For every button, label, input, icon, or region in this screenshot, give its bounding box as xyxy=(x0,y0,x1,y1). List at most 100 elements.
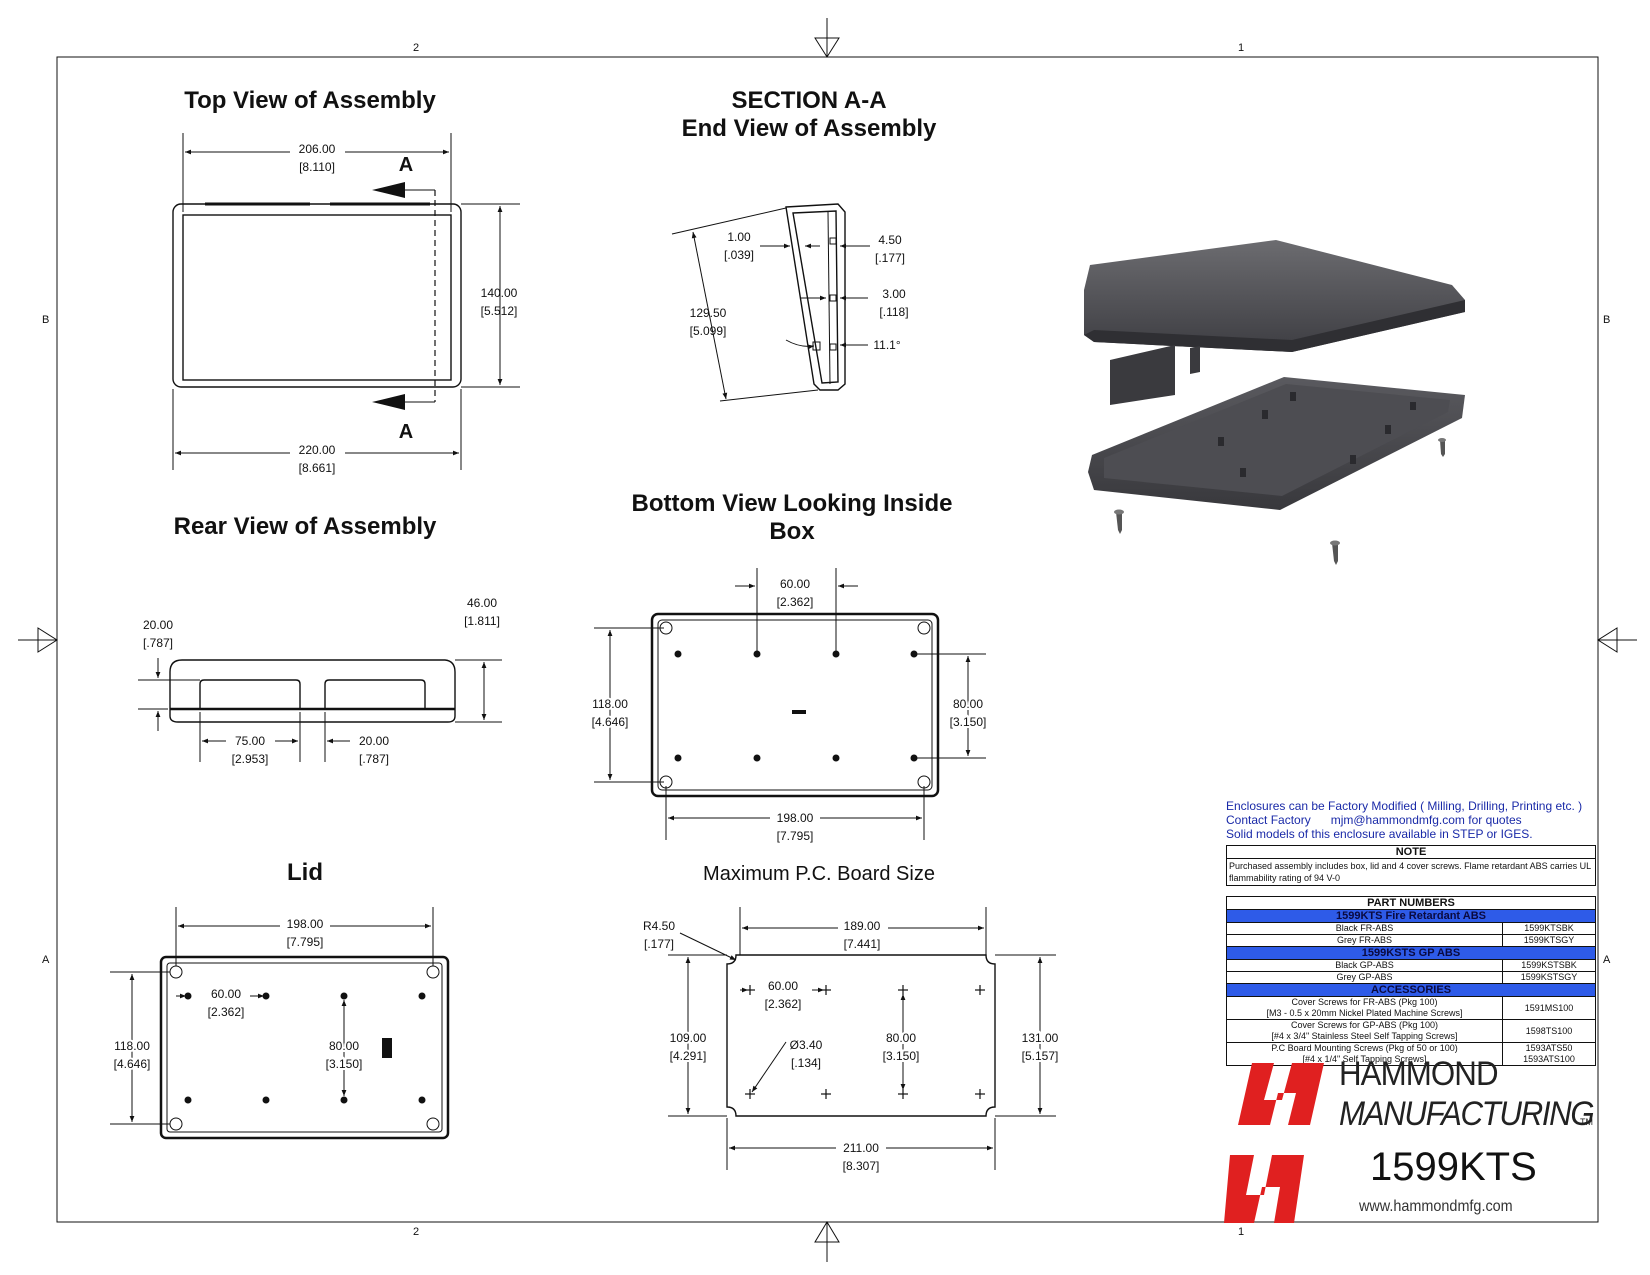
contact-email: mjm@hammondmfg.com for quotes xyxy=(1330,813,1522,827)
dim-bottom-height-mm: 118.00 xyxy=(592,697,628,711)
dim-pcb-overall-width-mm: 211.00 xyxy=(843,1141,879,1155)
dim-lid-height-mm: 118.00 xyxy=(114,1039,150,1053)
rear-view: Rear View of Assembly 20.00 [.787] 46.00… xyxy=(138,513,502,766)
dim-rear-gap-in: [.787] xyxy=(359,752,389,766)
dim-pcb-overall-height-in: [5.157] xyxy=(1022,1049,1059,1063)
dim-lid-height-in: [4.646] xyxy=(114,1057,151,1071)
section-mark-top: A xyxy=(399,154,413,176)
model-number: 1599KTS xyxy=(1370,1145,1537,1189)
dim-section-height-in: [5.099] xyxy=(690,324,727,338)
bottom-view-title-line1: Bottom View Looking Inside xyxy=(632,490,953,517)
dim-bottom-vert-mm: 80.00 xyxy=(953,697,983,711)
brand-website: www.hammondmfg.com xyxy=(1359,1198,1513,1215)
sheet-border xyxy=(18,18,1637,1262)
lid-title: Lid xyxy=(287,859,323,886)
dim-top-overall-in: [8.661] xyxy=(299,461,336,475)
dim-bottom-vert-in: [3.150] xyxy=(950,715,987,729)
dim-section-wall-in: [.039] xyxy=(724,248,754,262)
bottom-view-title-line2: Box xyxy=(769,518,815,545)
dim-section-b-mm: 3.00 xyxy=(882,287,906,301)
dim-section-height-mm: 129.50 xyxy=(690,306,727,320)
dim-bottom-width-mm: 198.00 xyxy=(777,811,814,825)
section-title-line2: End View of Assembly xyxy=(682,115,937,142)
group-gp-abs: 1599KSTS GP ABS xyxy=(1226,946,1596,960)
section-view: SECTION A-A End View of Assembly 1.00 [.… xyxy=(671,87,937,402)
brand-line1: HAMMOND xyxy=(1339,1055,1499,1093)
brand-line2: MANUFACTURING xyxy=(1339,1095,1595,1133)
dim-pcb-radius: R4.50 xyxy=(643,919,675,933)
dim-pcb-vert-mm: 80.00 xyxy=(886,1031,916,1045)
info-line-modified: Enclosures can be Factory Modified ( Mil… xyxy=(1226,799,1583,813)
hammond-logo: HAMMOND MANUFACTURING TM 1599KTS www.ham… xyxy=(1224,1055,1604,1225)
dim-rear-width-mm: 75.00 xyxy=(235,734,265,748)
brand-tm: TM xyxy=(1580,1117,1593,1127)
dim-pcb-hole-diameter-in: [.134] xyxy=(791,1056,821,1070)
zone-label-1-bottom: 1 xyxy=(1238,1226,1244,1238)
hammond-h-logo-icon xyxy=(1224,1063,1324,1223)
bottom-view: Bottom View Looking Inside Box 60.00 [2.… xyxy=(590,490,989,843)
dim-section-wall-mm: 1.00 xyxy=(727,230,751,244)
pcb-view: Maximum P.C. Board Size R4.50 xyxy=(643,863,1061,1173)
dim-section-a-mm: 4.50 xyxy=(878,233,902,247)
top-view: Top View of Assembly A A 206.00 [8.110] … xyxy=(172,87,520,478)
section-mark-bottom: A xyxy=(399,421,413,443)
zone-label-a-right: A xyxy=(1603,954,1611,966)
title-block: Enclosures can be Factory Modified ( Mil… xyxy=(1226,799,1596,1066)
dim-pcb-width-mm: 189.00 xyxy=(844,919,881,933)
isometric-render xyxy=(1084,240,1465,565)
zone-label-b-right: B xyxy=(1603,314,1610,326)
dim-pcb-overall-height-mm: 131.00 xyxy=(1022,1031,1059,1045)
part-numbers-table: PART NUMBERS 1599KTS Fire Retardant ABS … xyxy=(1226,896,1596,1066)
dim-rear-a-in: [.787] xyxy=(143,636,173,650)
dim-lid-width-in: [7.795] xyxy=(287,935,324,949)
dim-lid-spacing-mm: 60.00 xyxy=(211,987,241,1001)
dim-rear-width-in: [2.953] xyxy=(232,752,269,766)
dim-pcb-width-in: [7.441] xyxy=(844,937,881,951)
dim-rear-height-in: [1.811] xyxy=(464,614,500,628)
dim-pcb-radius-in: [.177] xyxy=(644,937,674,951)
zone-label-b-left: B xyxy=(42,314,49,326)
dim-pcb-overall-width-in: [8.307] xyxy=(843,1159,880,1173)
section-title-line1: SECTION A-A xyxy=(731,87,886,114)
part-numbers-header: PART NUMBERS xyxy=(1226,896,1596,910)
dim-pcb-vert-in: [3.150] xyxy=(883,1049,920,1063)
dim-top-width-mm: 206.00 xyxy=(299,142,336,156)
dim-lid-width-mm: 198.00 xyxy=(287,917,324,931)
dim-pcb-height-mm: 109.00 xyxy=(670,1031,707,1045)
zone-label-2-bottom: 2 xyxy=(413,1226,419,1238)
dim-top-height-in: [5.512] xyxy=(481,304,518,318)
accessories-header: ACCESSORIES xyxy=(1226,983,1596,997)
dim-pcb-spacing-mm: 60.00 xyxy=(768,979,798,993)
dim-pcb-hole-diameter: Ø3.40 xyxy=(790,1038,823,1052)
dim-pcb-height-in: [4.291] xyxy=(670,1049,707,1063)
contact-label: Contact Factory xyxy=(1226,813,1311,827)
table-row: Cover Screws for FR-ABS (Pkg 100)[M3 - 0… xyxy=(1226,996,1596,1020)
rear-view-title: Rear View of Assembly xyxy=(174,513,437,540)
dim-section-angle: 11.1° xyxy=(873,338,900,352)
dim-bottom-width-in: [7.795] xyxy=(777,829,814,843)
info-line-models: Solid models of this enclosure available… xyxy=(1226,827,1533,841)
dim-bottom-spacing-in: [2.362] xyxy=(777,595,814,609)
dim-lid-vert-in: [3.150] xyxy=(326,1057,363,1071)
note-title: NOTE xyxy=(1227,846,1595,859)
dim-rear-height-mm: 46.00 xyxy=(467,596,497,610)
info-line-contact: Contact Factory mjm@hammondmfg.com for qu… xyxy=(1226,813,1596,827)
dim-section-a-in: [.177] xyxy=(875,251,905,265)
dim-rear-a-mm: 20.00 xyxy=(143,618,173,632)
dim-rear-gap-mm: 20.00 xyxy=(359,734,389,748)
dim-lid-vert-mm: 80.00 xyxy=(329,1039,359,1053)
table-row: P.C Board Mounting Screws (Pkg of 50 or … xyxy=(1226,1042,1596,1066)
table-row: Cover Screws for GP-ABS (Pkg 100)[#4 x 3… xyxy=(1226,1019,1596,1043)
note-box: NOTE Purchased assembly includes box, li… xyxy=(1226,845,1596,886)
group-fr-abs: 1599KTS Fire Retardant ABS xyxy=(1226,909,1596,923)
zone-label-a-left: A xyxy=(42,954,50,966)
dim-bottom-spacing-mm: 60.00 xyxy=(780,577,810,591)
dim-bottom-height-in: [4.646] xyxy=(592,715,629,729)
note-text: Purchased assembly includes box, lid and… xyxy=(1229,861,1591,883)
zone-label-1-top: 1 xyxy=(1238,42,1244,54)
